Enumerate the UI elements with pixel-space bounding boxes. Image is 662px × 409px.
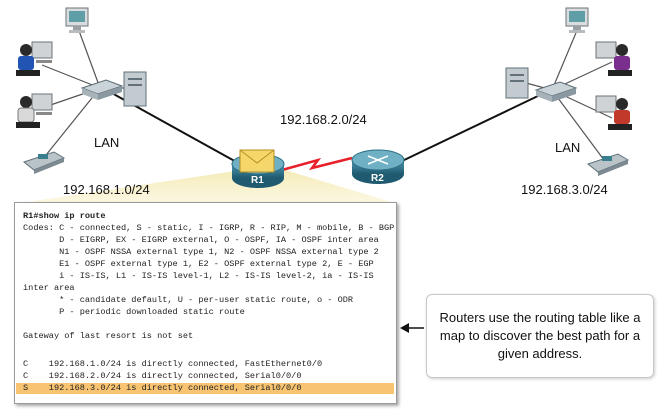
show-ip-route-command: R1#show ip route	[23, 211, 106, 221]
network-192-168-2-label: 192.168.2.0/24	[280, 112, 367, 127]
pc-icon	[565, 7, 589, 33]
routing-table-line: P - periodic downloaded static route	[23, 307, 245, 317]
pointer-arrow	[400, 323, 424, 333]
callout-text: Routers use the routing table like a map…	[439, 310, 641, 361]
envelope-icon	[239, 149, 275, 173]
user-workstation-icon	[16, 93, 53, 128]
lan3-link	[399, 94, 541, 163]
server-icon	[123, 71, 147, 107]
explanation-callout: Routers use the routing table like a map…	[426, 294, 654, 378]
router-r2-icon: R2	[351, 149, 405, 184]
route-entry-192-168-1: C 192.168.1.0/24 is directly connected, …	[23, 359, 323, 369]
routing-table-line: inter area	[23, 283, 75, 293]
user-workstation-icon	[595, 95, 632, 130]
serial-link	[281, 156, 353, 172]
user-workstation-icon	[16, 41, 53, 76]
ip-phone-icon	[586, 153, 630, 176]
routing-table-line: i - IS-IS, L1 - IS-IS level-1, L2 - IS-I…	[23, 271, 374, 281]
right-lan-label: LAN	[555, 140, 581, 155]
route-entry-192-168-3: S 192.168.3.0/24 is directly connected, …	[23, 383, 302, 393]
routing-table-output: R1#show ip route Codes: C - connected, S…	[14, 202, 397, 404]
static-route-highlight	[16, 383, 394, 394]
gateway-of-last-resort-line: Gateway of last resort is not set	[23, 331, 194, 341]
ip-phone-icon	[22, 151, 66, 174]
router-r1-icon: R1	[231, 149, 285, 188]
routing-table-line: D - EIGRP, EX - EIGRP external, O - OSPF…	[23, 235, 379, 245]
switch-icon	[534, 81, 578, 102]
pc-icon	[65, 7, 89, 33]
server-icon	[505, 67, 529, 99]
switch-icon	[80, 79, 124, 100]
router-r2-label: R2	[371, 173, 384, 184]
routing-table-line: Codes: C - connected, S - static, I - IG…	[23, 223, 395, 233]
route-entry-192-168-2: C 192.168.2.0/24 is directly connected, …	[23, 371, 302, 381]
network-192-168-1-label: 192.168.1.0/24	[63, 182, 150, 197]
routing-table-line: N1 - OSPF NSSA external type 1, N2 - OSP…	[23, 247, 379, 257]
user-workstation-icon	[595, 41, 632, 76]
network-192-168-3-label: 192.168.3.0/24	[521, 182, 608, 197]
r1-highlight-beam	[14, 170, 398, 204]
routing-table-line: E1 - OSPF external type 1, E2 - OSPF ext…	[23, 259, 374, 269]
left-lan-label: LAN	[94, 135, 120, 150]
router-r1-label: R1	[251, 175, 264, 186]
routing-table-line: * - candidate default, U - per-user stat…	[23, 295, 354, 305]
